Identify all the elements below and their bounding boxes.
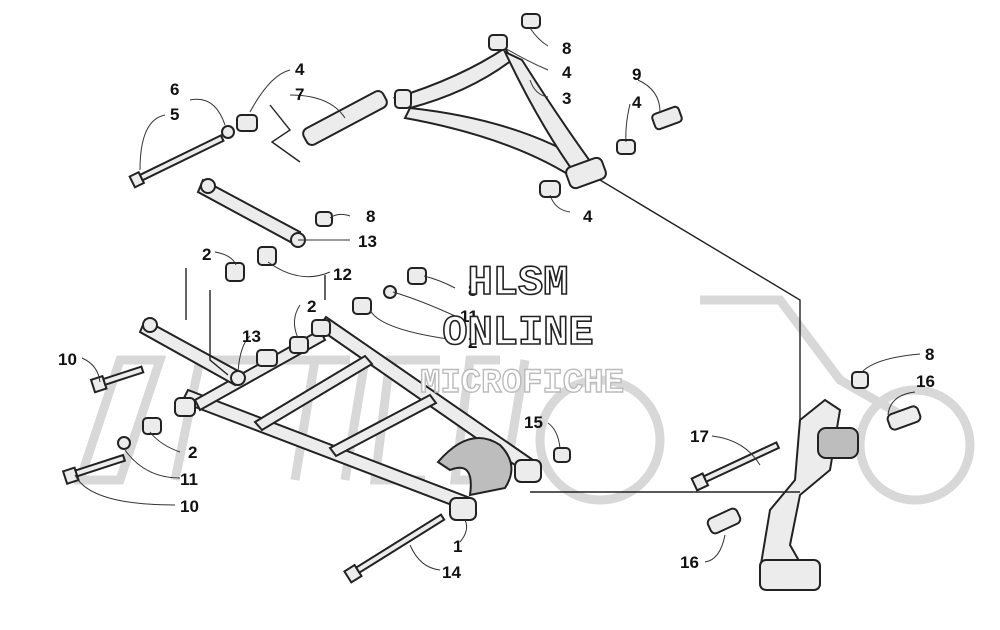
callout-6: 6 [170, 80, 179, 99]
callout-14: 14 [442, 563, 461, 582]
callout-7: 7 [295, 85, 304, 104]
callout-10: 10 [180, 497, 199, 516]
callout-8: 8 [366, 207, 375, 226]
callout-2: 2 [202, 245, 211, 264]
callout-17: 17 [690, 427, 709, 446]
callout-16: 16 [680, 553, 699, 572]
callout-12: 12 [333, 265, 352, 284]
upper-a-arm [392, 46, 607, 190]
callout-4: 4 [295, 60, 305, 79]
callout-10: 10 [58, 350, 77, 369]
callout-labels: 8 4 3 9 4 4 6 5 4 7 8 13 2 12 2 13 10 2 … [58, 39, 935, 582]
callout-4: 4 [583, 207, 593, 226]
callout-11: 11 [180, 470, 198, 489]
spindle-assembly [690, 371, 922, 592]
callout-3: 3 [562, 89, 571, 108]
callout-2: 2 [188, 443, 197, 462]
watermark-line-1: HLSM [468, 259, 569, 307]
hlsm-watermark: HLSM ONLINE MICROFICHE [419, 258, 624, 404]
callout-8: 8 [925, 345, 934, 364]
callout-8: 8 [562, 39, 571, 58]
callout-2: 2 [307, 297, 316, 316]
callout-13: 13 [242, 327, 261, 346]
callout-5: 5 [170, 105, 179, 124]
callout-11: 11 [460, 307, 478, 326]
watermark-line-3: MICROFICHE [420, 365, 624, 403]
lower-arm-hardware [61, 178, 571, 584]
callout-9: 9 [632, 65, 641, 84]
callout-2: 2 [468, 333, 477, 352]
callout-1: 1 [453, 537, 462, 556]
callout-8: 8 [468, 281, 477, 300]
assembly-lines [185, 104, 801, 493]
callout-4: 4 [632, 93, 642, 112]
watermark-line-2: ONLINE [442, 309, 593, 357]
callout-4: 4 [562, 63, 572, 82]
callout-15: 15 [524, 413, 543, 432]
callout-16: 16 [916, 372, 935, 391]
leader-lines [74, 27, 921, 571]
callout-13: 13 [358, 232, 377, 251]
